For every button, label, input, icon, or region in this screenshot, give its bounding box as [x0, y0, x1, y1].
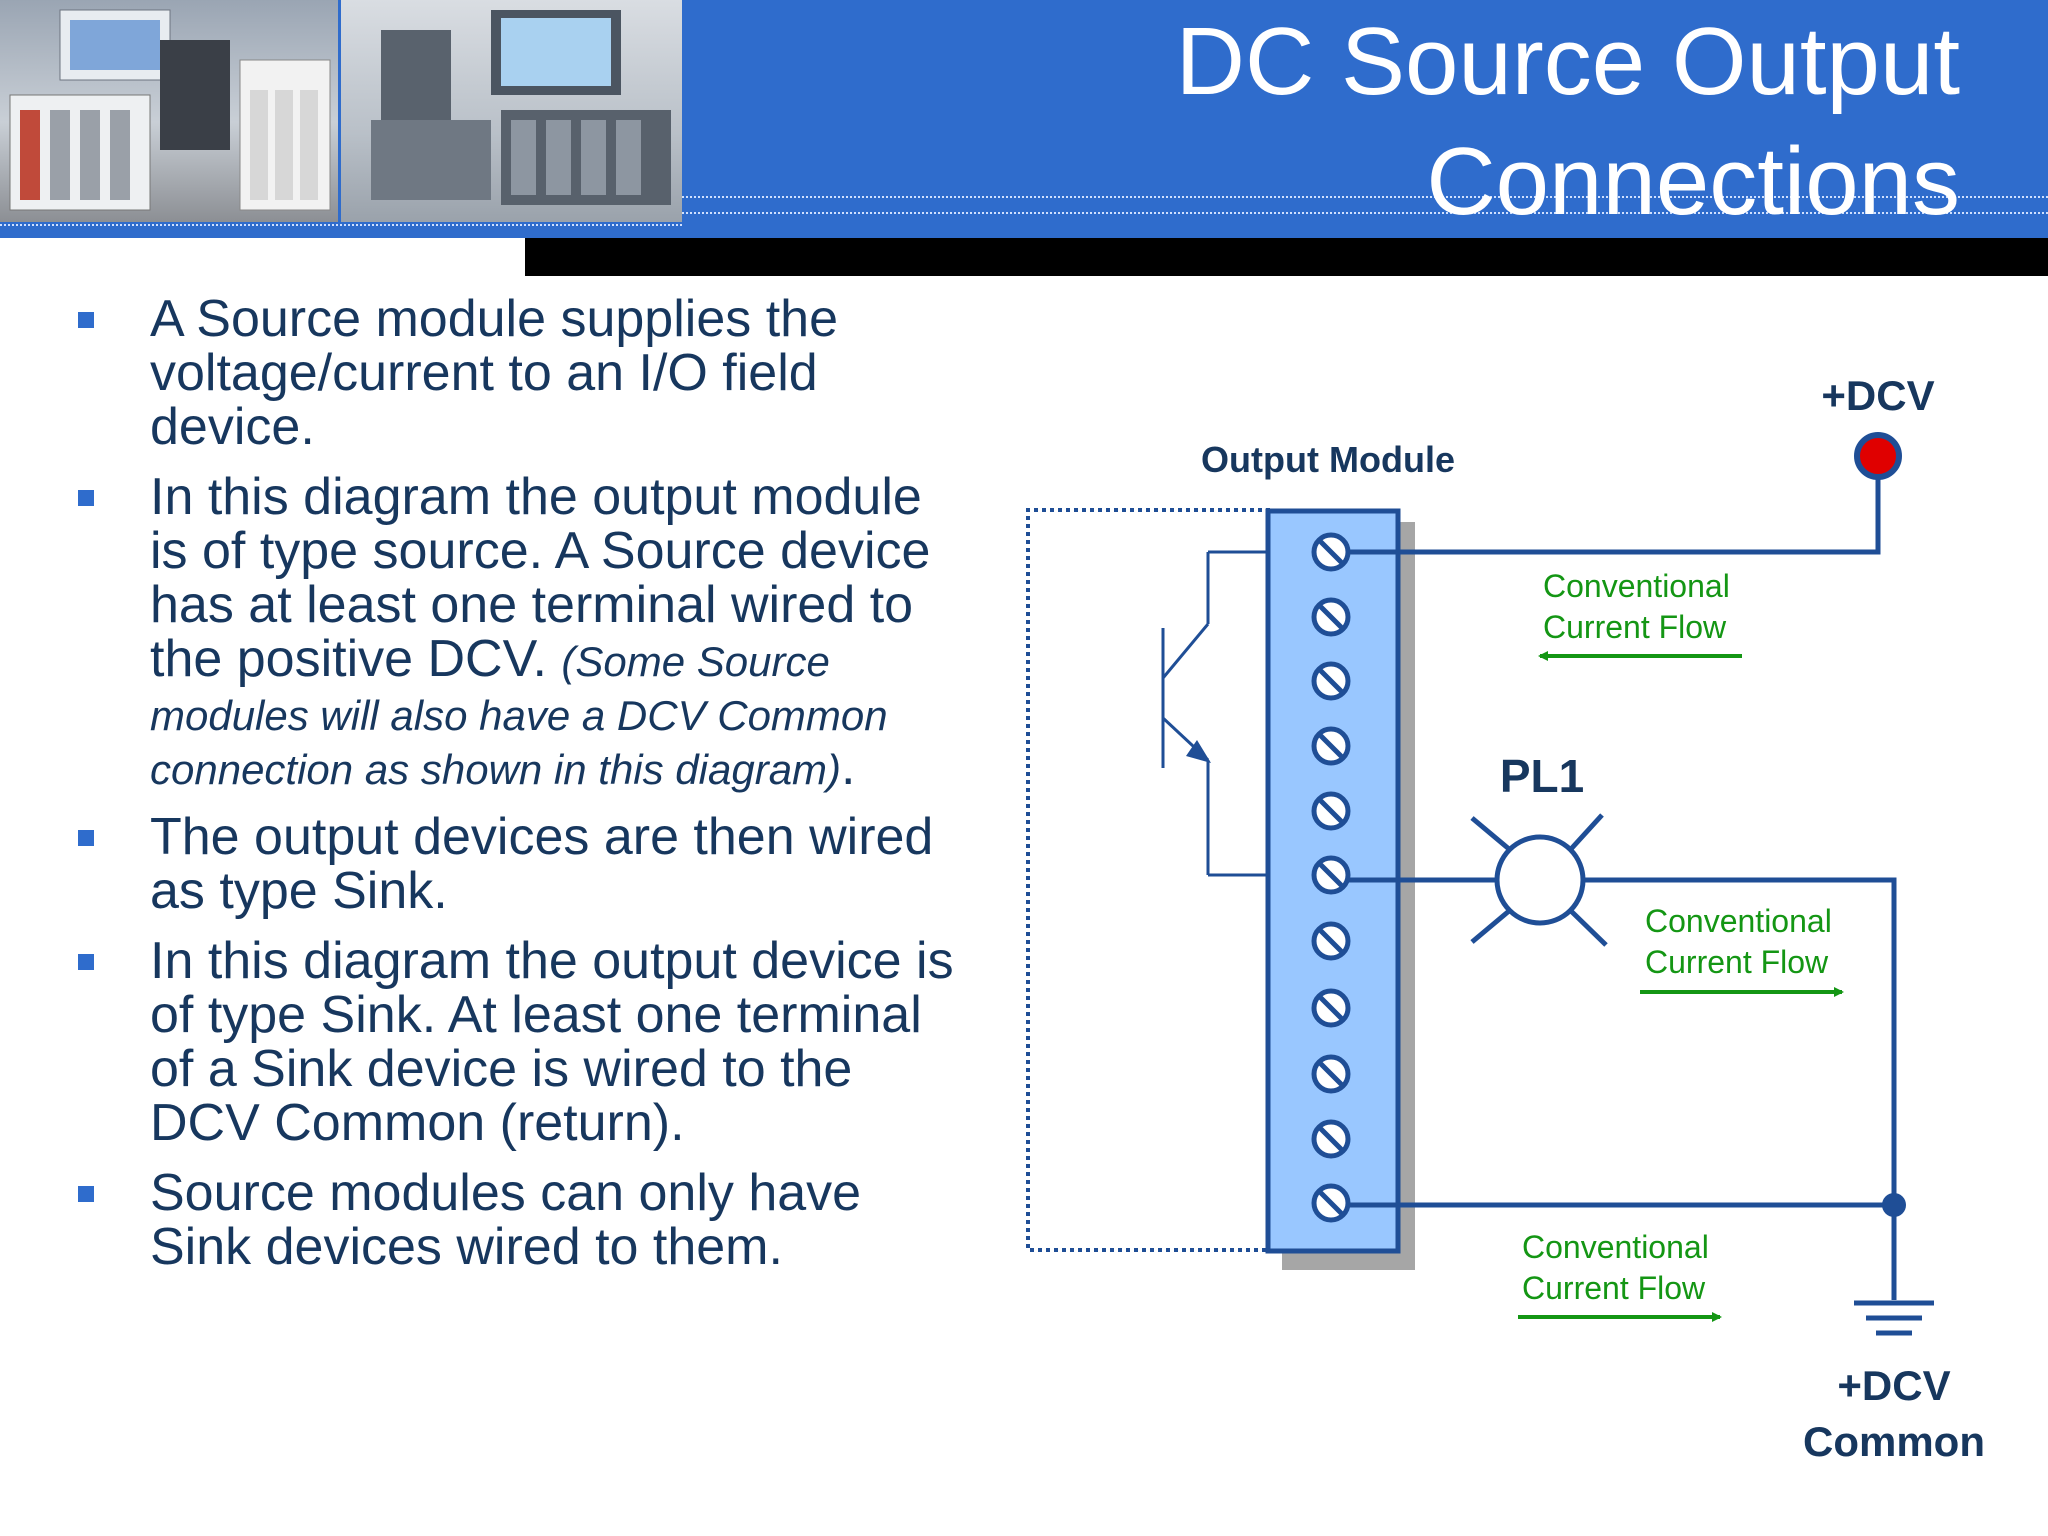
wires — [1348, 460, 1897, 1300]
bullet-list: A Source module supplies the voltage/cur… — [70, 292, 970, 1290]
screw-terminal — [1311, 726, 1351, 766]
module-outline — [1026, 508, 1270, 1252]
page-title: DC Source Output Connections — [1175, 8, 1960, 235]
supply-terminal-icon — [1854, 432, 1902, 480]
bullet-text: A Source module supplies the voltage/cur… — [150, 290, 838, 456]
bullet-item: In this diagram the output module is of … — [70, 470, 970, 794]
screw-terminal — [1311, 532, 1351, 572]
plc-photo-left — [0, 0, 338, 222]
header-bar: DC Source Output Connections — [0, 0, 2048, 238]
bullet-text: In this diagram the output module is of … — [150, 468, 931, 688]
screw-terminal — [1311, 1119, 1351, 1159]
flow1-label-line1: Conventional — [1543, 568, 1730, 604]
plc-photo-right — [341, 0, 682, 222]
header-dotted-line — [0, 224, 682, 226]
screw-terminal — [1311, 791, 1351, 831]
common-label-line1: +DCV — [1837, 1362, 1950, 1409]
supply-label: +DCV — [1821, 372, 1934, 419]
bullet-item: A Source module supplies the voltage/cur… — [70, 292, 970, 454]
bullet-note: (Some Source modules will also have a DC… — [150, 638, 888, 793]
lamp-label: PL1 — [1500, 750, 1584, 802]
header-black-bar — [525, 238, 2048, 276]
flow2-label-line2: Current Flow — [1645, 944, 1829, 980]
bullet-text: In this diagram the output device is of … — [150, 932, 954, 1152]
flow3-label-line2: Current Flow — [1522, 1270, 1706, 1306]
screw-terminal — [1311, 1054, 1351, 1094]
module-label: Output Module — [1201, 439, 1455, 480]
ground-symbol — [1854, 1300, 1934, 1336]
bullet-item: The output devices are then wired as typ… — [70, 810, 970, 918]
junction-dot — [1882, 1193, 1906, 1217]
flow2-label-line1: Conventional — [1645, 903, 1832, 939]
bullet-text: . — [841, 738, 856, 796]
flow1-label-line2: Current Flow — [1543, 609, 1727, 645]
lamp-return-wire — [1583, 877, 1897, 1205]
transistor-symbol — [1161, 550, 1268, 877]
bullet-text: The output devices are then wired as typ… — [150, 808, 934, 920]
common-label-line2: Common — [1803, 1418, 1985, 1465]
screw-terminal — [1311, 855, 1351, 895]
flow3-label-line1: Conventional — [1522, 1229, 1709, 1265]
supply-wire — [1348, 460, 1881, 555]
header-dotted-line — [682, 212, 2048, 214]
header-dotted-line — [682, 196, 2048, 198]
bullet-item: Source modules can only have Sink device… — [70, 1166, 970, 1274]
screw-terminal — [1311, 921, 1351, 961]
screw-terminal — [1311, 1183, 1351, 1223]
screw-terminal — [1311, 597, 1351, 637]
screw-terminal — [1311, 988, 1351, 1028]
lamp-icon — [1470, 813, 1608, 947]
bullet-item: In this diagram the output device is of … — [70, 934, 970, 1150]
screw-terminal — [1311, 661, 1351, 701]
bullet-text: Source modules can only have Sink device… — [150, 1164, 862, 1276]
terminal-screws — [1311, 532, 1351, 1223]
